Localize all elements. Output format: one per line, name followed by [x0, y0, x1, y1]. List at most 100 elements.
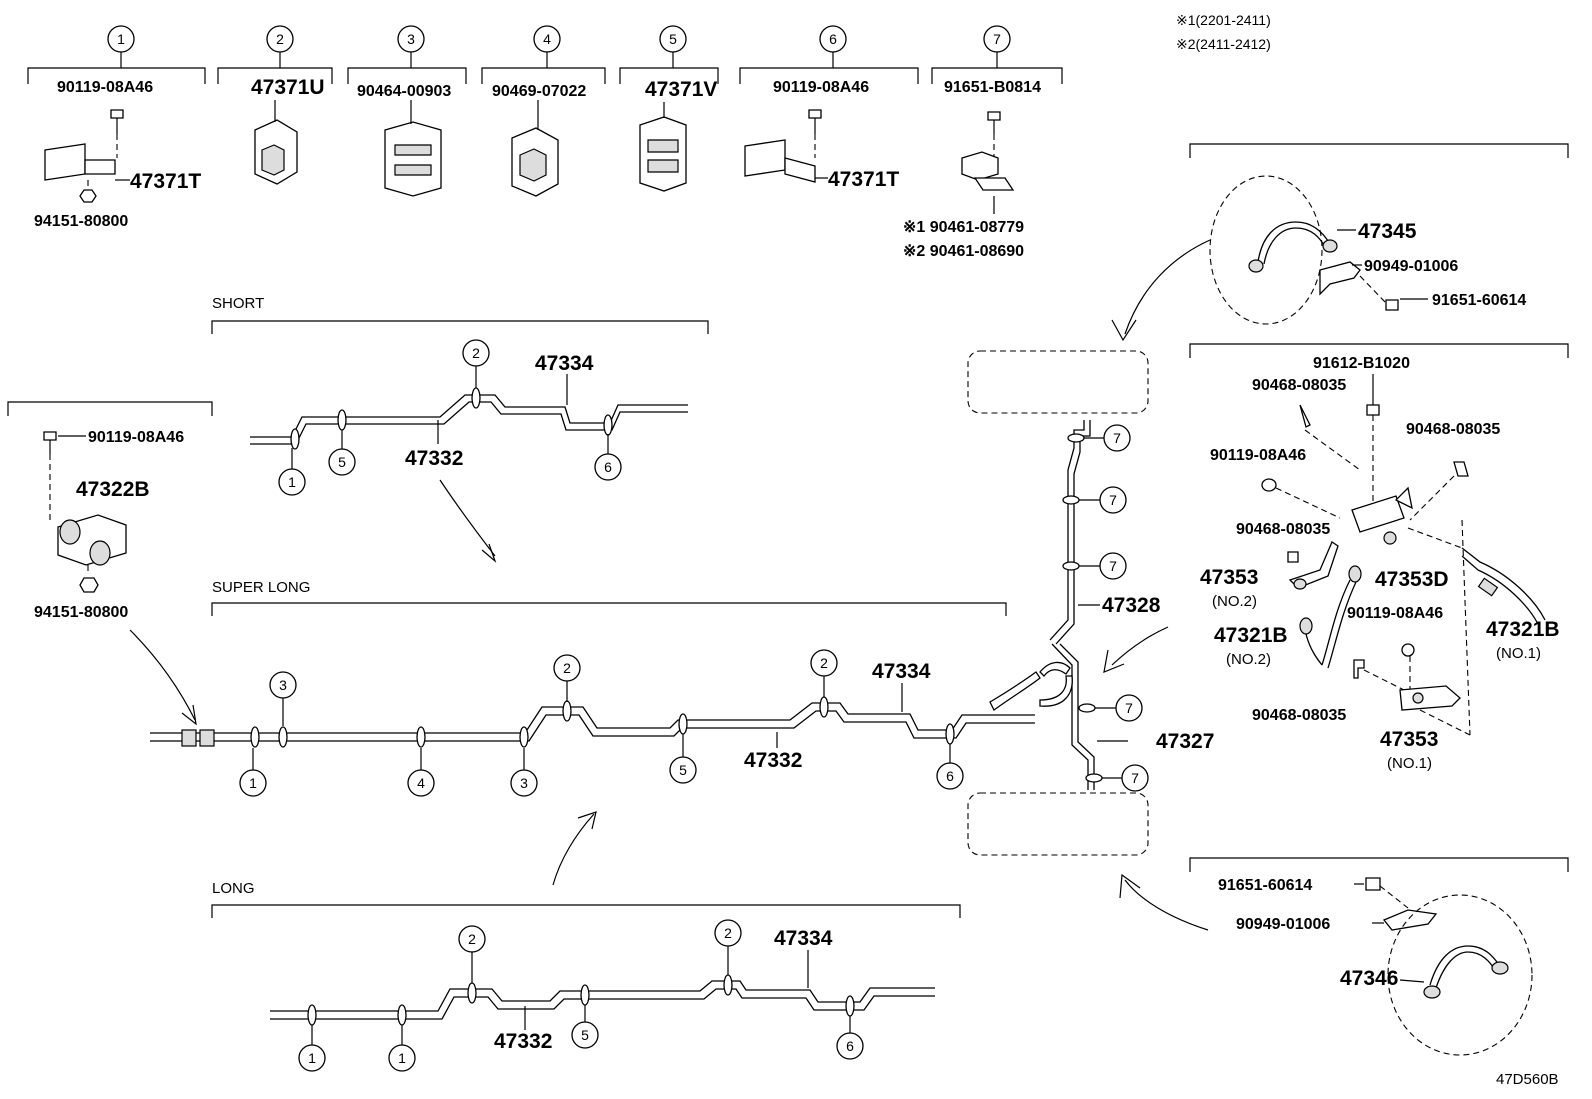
- short-clip-6-callout: 6: [594, 434, 622, 481]
- hose-no2-tag: (NO.2): [1226, 651, 1271, 668]
- left-item-label: 47322B: [76, 478, 150, 501]
- short-47334-label: 47334: [535, 352, 594, 375]
- front-hose-bolt-label: 91651-60614: [1432, 292, 1526, 309]
- section-long-title: LONG: [212, 880, 255, 897]
- sl-clip-3a-callout: 3: [269, 671, 297, 726]
- short-47332-label: 47332: [405, 447, 463, 470]
- section-short-title: SHORT: [212, 295, 264, 312]
- rear-hose-clip-label: 90949-01006: [1236, 916, 1330, 933]
- hose-no1-label: 47321B: [1486, 618, 1560, 641]
- clip-4-callout: 4: [533, 25, 561, 68]
- sl-47334-label: 47334: [872, 660, 931, 683]
- sl-clip-3b-callout: 3: [510, 748, 538, 797]
- clip-3-part-label: 90464-00903: [357, 83, 451, 100]
- section-short-bracket: [211, 320, 709, 334]
- pipe-47328-clip-7a: 7: [1084, 424, 1131, 452]
- note-2: ※2(2411-2412): [1176, 36, 1271, 52]
- clip-1-drawing: [44, 109, 130, 203]
- bracket-no1-label: 47353: [1380, 728, 1438, 751]
- clip-7-bolt-label: 91651-B0814: [944, 79, 1041, 96]
- clip-1-bolt-label: 90119-08A46: [57, 79, 153, 96]
- svg-text:5: 5: [669, 31, 677, 47]
- clip-6-bracket: [739, 67, 919, 84]
- bolt-a-label: 90119-08A46: [1210, 447, 1306, 464]
- clip-6-callout: 6: [819, 25, 847, 68]
- svg-text:1: 1: [398, 1050, 406, 1066]
- svg-text:6: 6: [946, 768, 954, 784]
- sl-47332-label: 47332: [744, 749, 802, 772]
- rear-hose-arrow: [1124, 879, 1209, 931]
- rear-hose-drawing: [1365, 877, 1533, 1056]
- clip-5-callout: 5: [659, 25, 687, 68]
- clip-1-item-label: 47371T: [130, 170, 201, 193]
- clip-5-bracket: [619, 67, 719, 84]
- front-hose-arrow: [1124, 239, 1211, 335]
- left-nut-label: 94151-80800: [34, 604, 128, 621]
- rear-hose-bracket: [1189, 857, 1569, 872]
- bracket-no2-label: 47353: [1200, 566, 1258, 589]
- long-clip-2b-callout: 2: [714, 919, 742, 975]
- long-clip-5-callout: 5: [571, 1005, 599, 1049]
- short-pipe: [250, 387, 688, 450]
- clip-1-bracket: [27, 67, 206, 84]
- pipe-47328: [989, 420, 1103, 790]
- svg-text:7: 7: [1109, 558, 1117, 574]
- bolt-91612-label: 91612-B1020: [1313, 355, 1410, 372]
- section-super-long-title: SUPER LONG: [212, 579, 310, 596]
- front-area-box: [967, 350, 1149, 414]
- clip-4-part-label: 90469-07022: [492, 83, 586, 100]
- bolt-b-label: 90119-08A46: [1347, 605, 1443, 622]
- rear-hose-label: 47346: [1340, 967, 1398, 990]
- svg-text:2: 2: [468, 931, 476, 947]
- clip-3-drawing: [384, 100, 442, 197]
- sl-clip-5-callout: 5: [669, 734, 697, 784]
- svg-text:3: 3: [279, 677, 287, 693]
- sl-clip-2a-callout: 2: [553, 654, 581, 702]
- left-arrow: [129, 629, 196, 721]
- svg-text:6: 6: [846, 1038, 854, 1054]
- svg-text:6: 6: [604, 459, 612, 475]
- clip-b-label: 90468-08035: [1406, 421, 1500, 438]
- clip-c-label: 90468-08035: [1236, 521, 1330, 538]
- note-1: ※1(2201-2411): [1176, 12, 1271, 28]
- clip-2-bracket: [217, 67, 333, 84]
- clip-4-drawing: [511, 100, 559, 197]
- left-bracket-group: [7, 401, 213, 416]
- hose-no2-label: 47321B: [1214, 624, 1288, 647]
- pipe-47327-clip-7b: 7: [1102, 764, 1149, 792]
- long-clip-1a-callout: 1: [298, 1025, 326, 1072]
- pipe-47327-clip-7a: 7: [1095, 694, 1143, 722]
- svg-text:6: 6: [829, 31, 837, 47]
- svg-text:7: 7: [993, 31, 1001, 47]
- right-group-bracket: [1189, 343, 1569, 358]
- clip-2-drawing: [254, 100, 298, 185]
- sl-clip-2b-callout: 2: [810, 649, 838, 697]
- long-47334-label: 47334: [774, 927, 833, 950]
- section-long-bracket: [211, 904, 961, 918]
- bracket-d-label: 47353D: [1375, 568, 1449, 591]
- clip-6-drawing: [744, 109, 828, 183]
- svg-text:2: 2: [472, 345, 480, 361]
- svg-text:7: 7: [1131, 770, 1139, 786]
- clip-1-nut-label: 94151-80800: [34, 213, 128, 230]
- svg-text:3: 3: [407, 31, 415, 47]
- short-clip-2-callout: 2: [462, 339, 490, 388]
- sl-clip-6-callout: 6: [936, 744, 964, 790]
- svg-text:7: 7: [1125, 700, 1133, 716]
- short-clip-5-callout: 5: [328, 430, 356, 476]
- long-clip-1b-callout: 1: [388, 1025, 416, 1072]
- figure-code: 47D560B: [1496, 1071, 1559, 1088]
- clip-3-bracket: [347, 67, 467, 84]
- pipe-47328-clip-7c: 7: [1079, 552, 1127, 580]
- rear-area-box: [967, 792, 1149, 856]
- sl-clip-1-callout: 1: [239, 748, 267, 797]
- clip-7-alt2-label: ※2 90461-08690: [903, 243, 1024, 260]
- svg-text:2: 2: [276, 31, 284, 47]
- sl-clip-4-callout: 4: [407, 748, 435, 797]
- long-47332-label: 47332: [494, 1030, 552, 1053]
- left-bolt-label: 90119-08A46: [88, 429, 184, 446]
- short-arrow: [439, 479, 496, 557]
- clip-2-part-label: 47371U: [251, 76, 325, 99]
- clip-6-bolt-label: 90119-08A46: [773, 79, 869, 96]
